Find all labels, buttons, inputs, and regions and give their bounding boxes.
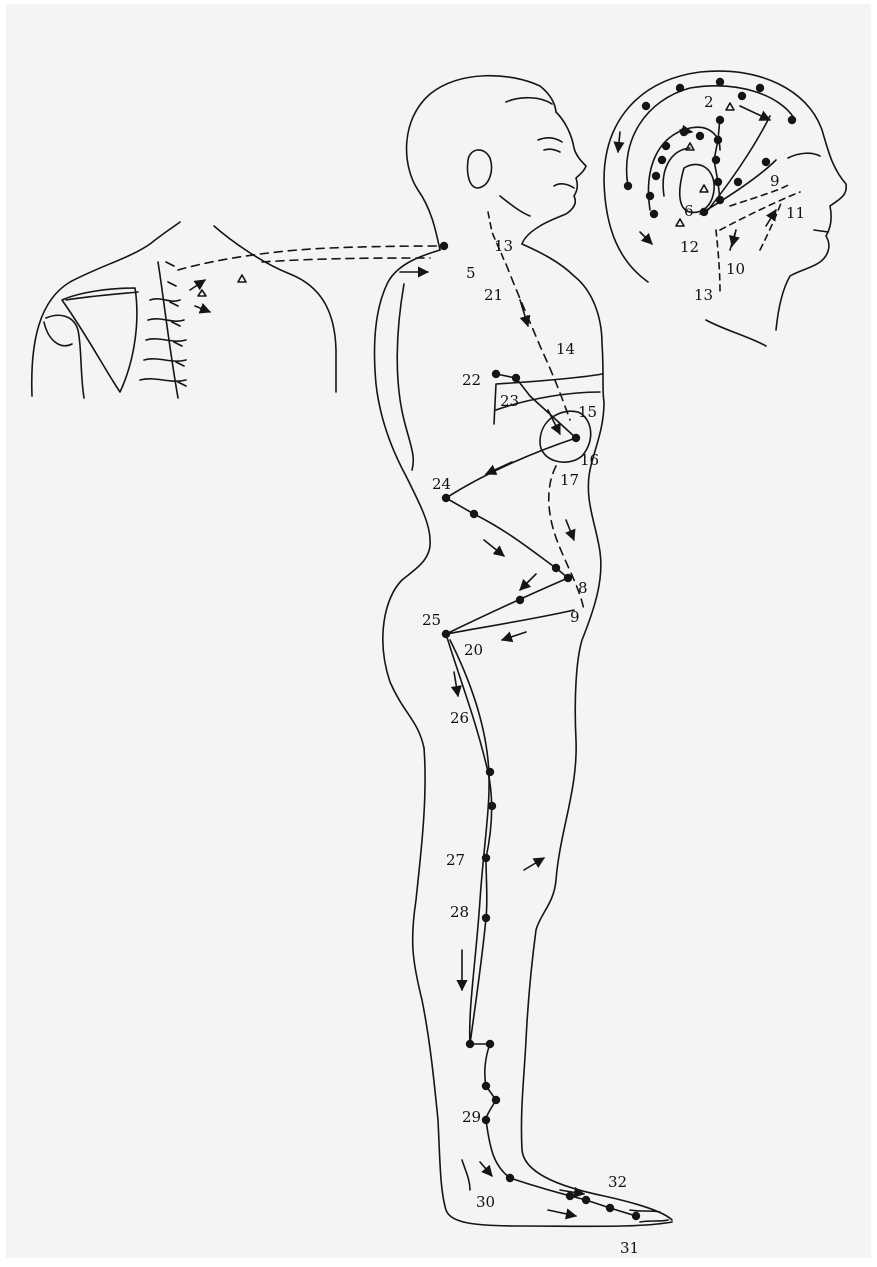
body-point-label: 22 <box>462 371 481 389</box>
acupoint-dot <box>506 1174 514 1182</box>
acupoint-dot <box>642 102 650 110</box>
acupoint-dot <box>714 178 722 186</box>
acupoint-dot <box>716 116 724 124</box>
acupoint-dot <box>714 136 722 144</box>
body-point-label: 15 <box>578 403 597 421</box>
acupoint-dot <box>696 132 704 140</box>
body-point-label: 23 <box>500 392 519 410</box>
acupoint-dot <box>572 434 580 442</box>
body-point-label: 28 <box>450 903 469 921</box>
body-point-label: 29 <box>462 1108 481 1126</box>
acupoint-dot <box>440 242 448 250</box>
acupoint-dot <box>738 92 746 100</box>
body-point-label: 30 <box>476 1193 495 1211</box>
acupoint-dot <box>624 182 632 190</box>
acupoint-dot <box>482 854 490 862</box>
head-point-label: 12 <box>680 238 699 256</box>
acupoint-dot <box>756 84 764 92</box>
acupoint-dot <box>650 210 658 218</box>
head-point-label: 11 <box>786 204 805 222</box>
acupoint-dot <box>762 158 770 166</box>
acupoint-dot <box>566 1192 574 1200</box>
head-point-label: 6 <box>684 202 694 220</box>
acupoint-dot <box>700 208 708 216</box>
acupoint-dot <box>488 802 496 810</box>
acupoint-dot <box>680 128 688 136</box>
head-point-label: 2 <box>704 93 714 111</box>
body-point-label: 25 <box>422 611 441 629</box>
acupoint-dot <box>482 1116 490 1124</box>
acupoint-dot <box>716 78 724 86</box>
head-point-label: 13 <box>694 286 713 304</box>
acupoint-dot <box>632 1212 640 1220</box>
acupoint-dot <box>788 116 796 124</box>
acupoint-dot <box>470 510 478 518</box>
acupoint-dot <box>466 1040 474 1048</box>
acupoint-dot <box>486 1040 494 1048</box>
body-point-label: 5 <box>466 264 476 282</box>
body-point-label: 32 <box>608 1173 627 1191</box>
body-point-label: 20 <box>464 641 483 659</box>
acupoint-dot <box>512 374 520 382</box>
acupoint-dot <box>734 178 742 186</box>
body-point-label: 9 <box>570 608 580 626</box>
body-point-label: 13 <box>494 237 513 255</box>
acupoint-dot <box>606 1204 614 1212</box>
head-point-label: 10 <box>726 260 745 278</box>
acupoint-dot <box>652 172 660 180</box>
acupoint-dot <box>492 370 500 378</box>
acupoint-dot <box>442 630 450 638</box>
body-point-label: 24 <box>432 475 451 493</box>
acupoint-dot <box>712 156 720 164</box>
acupoint-dot <box>492 1096 500 1104</box>
acupoint-dot <box>676 84 684 92</box>
body-point-label: 26 <box>450 709 469 727</box>
acupoint-dot <box>582 1196 590 1204</box>
acupoint-dot <box>442 494 450 502</box>
body-point-label: 14 <box>556 340 575 358</box>
acupoint-dot <box>716 196 724 204</box>
body-point-label: 8 <box>578 579 588 597</box>
acupoint-dot <box>646 192 654 200</box>
body-point-label: 21 <box>484 286 503 304</box>
body-point-label: 31 <box>620 1239 639 1257</box>
body-point-label: 16 <box>580 451 599 469</box>
acupoint-dot <box>486 768 494 776</box>
acupoint-dot <box>482 1082 490 1090</box>
head-point-label: 9 <box>770 172 780 190</box>
acupoint-dot <box>662 142 670 150</box>
acupoint-dot <box>552 564 560 572</box>
body-point-label: 17 <box>560 471 579 489</box>
acupoint-dot <box>516 596 524 604</box>
acupoint-dot <box>482 914 490 922</box>
body-point-label: 27 <box>446 851 465 869</box>
acupoint-dot <box>564 574 572 582</box>
acupoint-dot <box>658 156 666 164</box>
paper-background <box>6 4 871 1258</box>
